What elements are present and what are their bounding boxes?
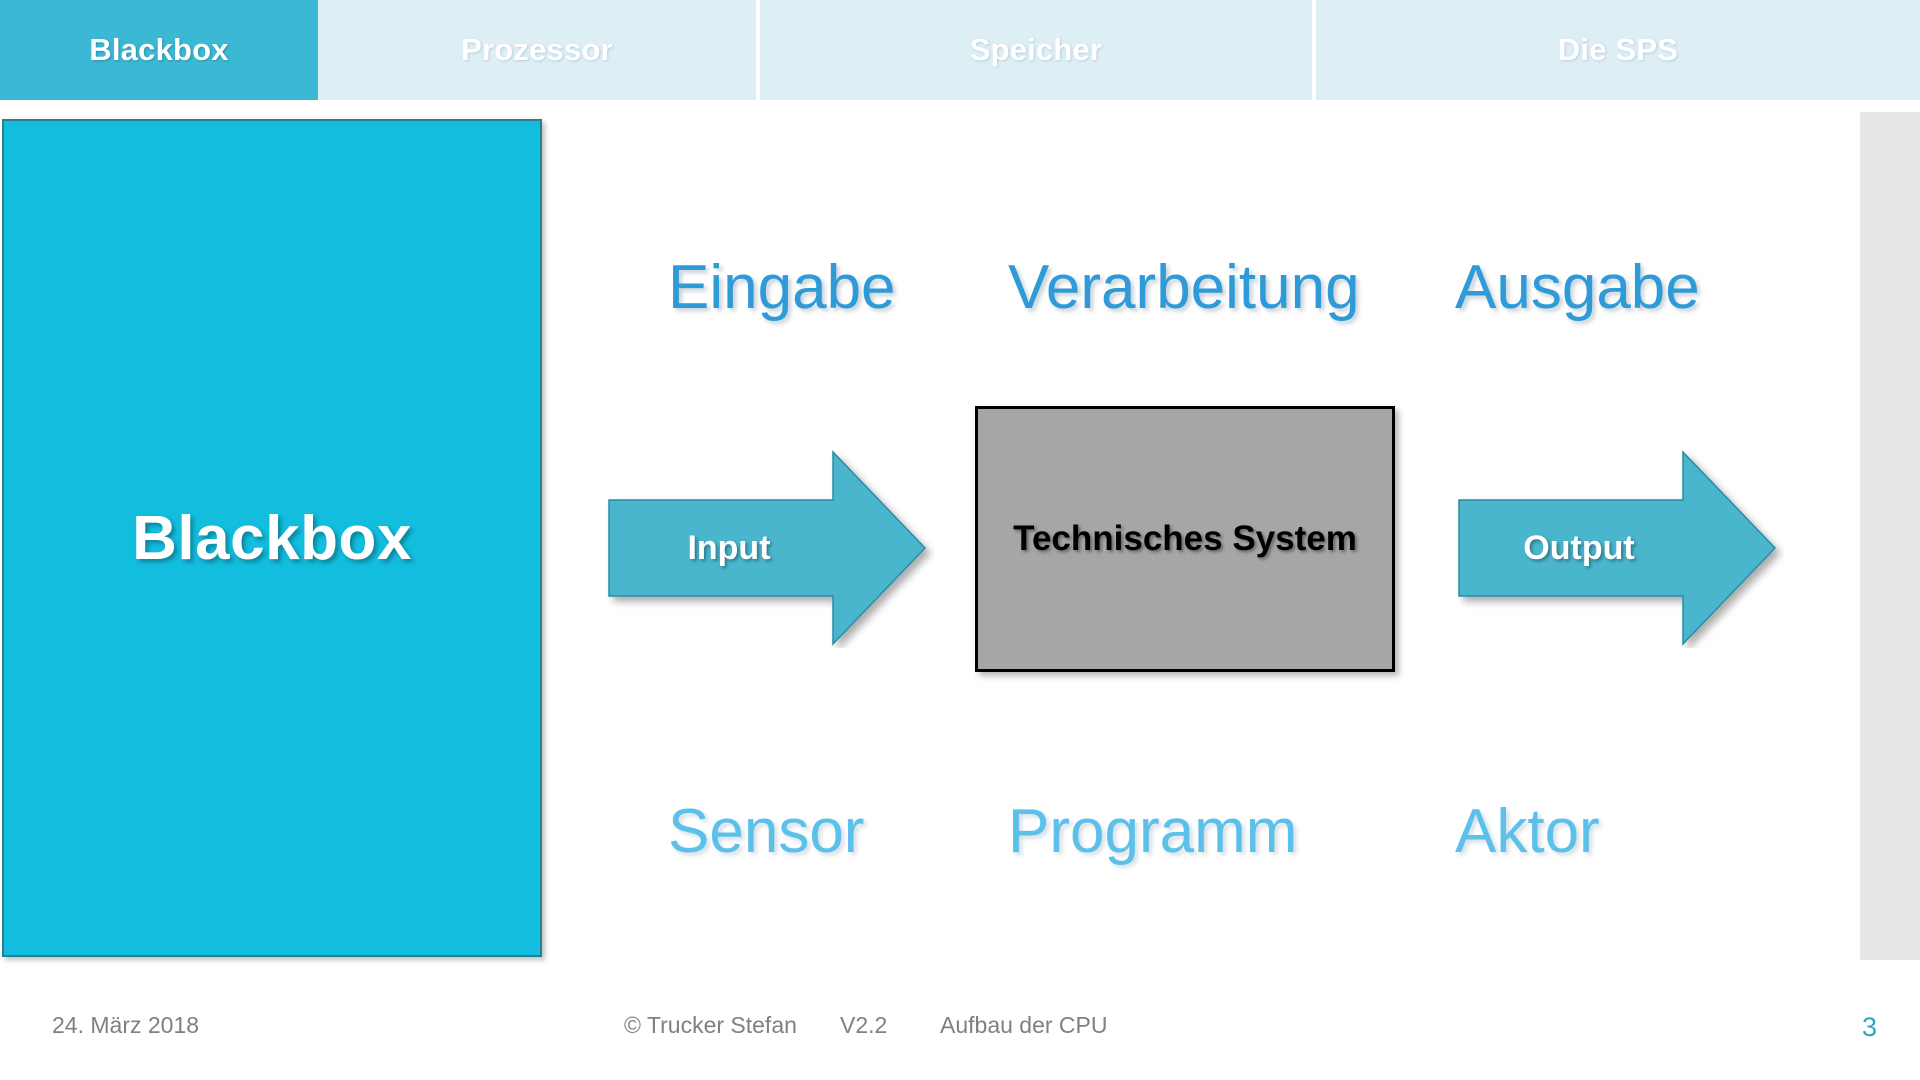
sublabel-sensor: Sensor [668, 797, 865, 866]
tab-bar: Blackbox Prozessor Speicher Die SPS [0, 0, 1920, 100]
blackbox-panel: Blackbox [2, 119, 542, 957]
tab-die-sps[interactable]: Die SPS [1316, 0, 1920, 100]
heading-verarbeitung: Verarbeitung [1008, 253, 1360, 322]
heading-eingabe: Eingabe [668, 253, 896, 322]
tab-die-sps-label: Die SPS [1557, 32, 1679, 67]
footer-topic: Aufbau der CPU [940, 1012, 1108, 1038]
tab-prozessor[interactable]: Prozessor [318, 0, 760, 100]
footer-version: V2.2 [840, 1012, 888, 1038]
footer-date: 24. März 2018 [52, 1012, 200, 1038]
tab-speicher-label: Speicher [969, 32, 1103, 67]
tab-blackbox-label: Blackbox [89, 32, 229, 67]
output-arrow-shape [1458, 450, 1777, 646]
output-arrow: Output [1455, 448, 1785, 648]
input-arrow-shape [608, 450, 927, 646]
page-number: 3 [1862, 1012, 1878, 1042]
right-gray-strip [1860, 112, 1920, 960]
tab-speicher[interactable]: Speicher [760, 0, 1316, 100]
technical-system-box: Technisches System [975, 406, 1395, 672]
footer-author: © Trucker Stefan [624, 1012, 797, 1038]
technical-system-label: Technisches System [1013, 519, 1357, 558]
tab-blackbox[interactable]: Blackbox [0, 0, 318, 100]
tab-prozessor-label: Prozessor [461, 32, 613, 67]
sublabel-programm: Programm [1008, 797, 1298, 866]
sublabel-aktor: Aktor [1455, 797, 1600, 866]
heading-ausgabe: Ausgabe [1455, 253, 1700, 322]
input-arrow: Input [605, 448, 935, 648]
blackbox-panel-label: Blackbox [132, 503, 412, 573]
slide-footer: 24. März 2018 © Trucker Stefan V2.2 Aufb… [0, 1012, 1920, 1064]
